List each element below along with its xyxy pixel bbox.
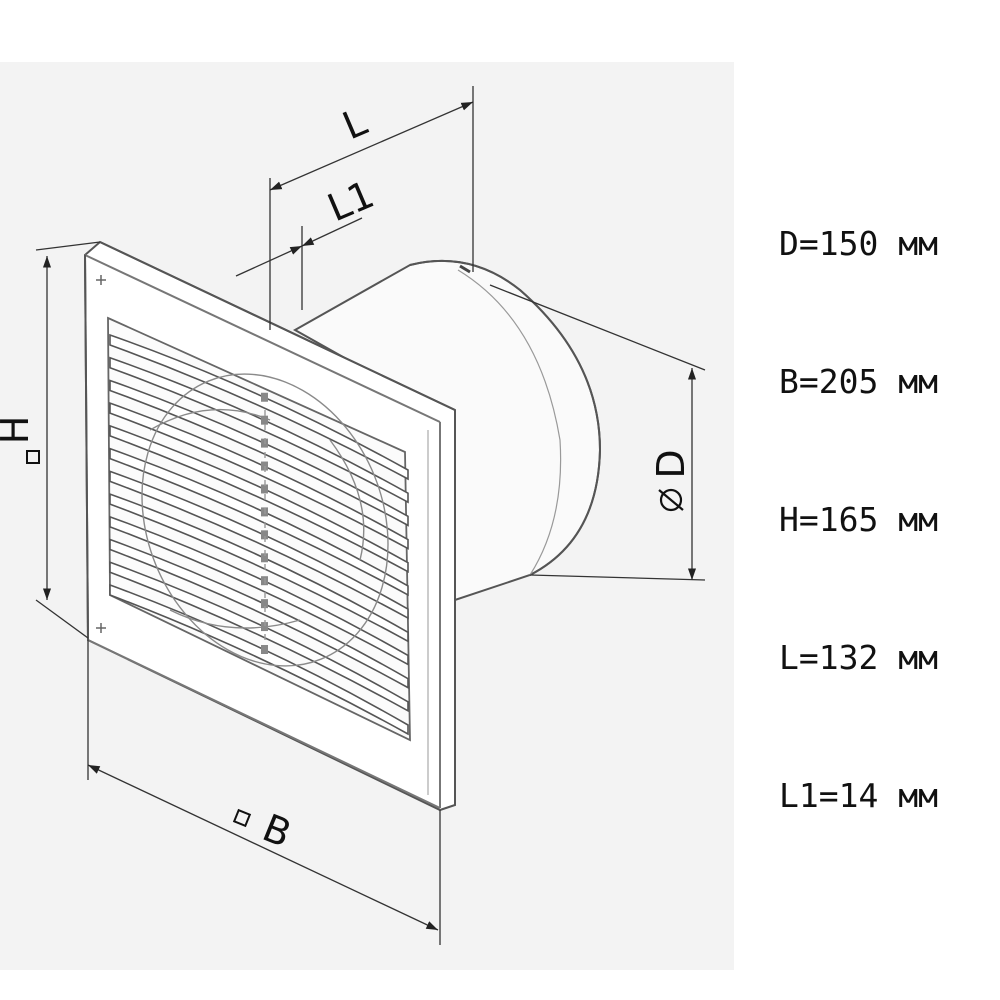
slat-clip — [261, 484, 268, 494]
grille-slats — [109, 333, 409, 736]
grille-slat — [109, 583, 409, 736]
dim-label-width: B — [257, 806, 298, 857]
dim-label-width-group: B — [232, 806, 298, 857]
grille-slat — [109, 538, 409, 689]
dim-label-height-group: H — [0, 416, 40, 464]
spec-length: L=132 мм — [779, 638, 938, 677]
grille-slat — [109, 379, 409, 527]
dim-label-diameter-group: D — [649, 449, 693, 512]
fan-diagram: L L1 H B D — [0, 86, 706, 945]
slat-clip — [261, 415, 268, 425]
slat-clip — [261, 553, 268, 563]
dim-label-diameter: D — [649, 449, 693, 478]
grille-slat — [109, 447, 409, 597]
grille-slat — [109, 333, 409, 481]
spec-width: B=205 мм — [779, 362, 938, 401]
grille-slat — [109, 356, 409, 504]
spec-flange-depth: L1=14 мм — [779, 776, 938, 815]
duct-cylinder — [292, 259, 602, 602]
fan-blades — [141, 373, 389, 667]
spec-diameter: D=150 мм — [779, 224, 938, 263]
square-symbol-icon — [26, 450, 40, 464]
slat-clip — [261, 392, 268, 402]
slat-clip — [261, 530, 268, 540]
grille-slat — [109, 424, 409, 574]
grille-slat — [109, 470, 409, 620]
dim-label-length: L — [336, 100, 373, 149]
diameter-symbol-icon — [658, 488, 684, 512]
grille-slat — [109, 492, 409, 643]
grille-slat — [109, 402, 409, 550]
square-symbol-icon — [232, 808, 252, 828]
dim-label-flange-depth: L1 — [321, 172, 380, 230]
dim-label-height: H — [0, 416, 37, 445]
slat-clip — [261, 599, 268, 609]
dimension-lines — [35, 86, 706, 945]
spec-height: H=165 мм — [779, 500, 938, 539]
grille-slat — [109, 515, 409, 666]
slat-clip — [261, 645, 268, 654]
fan-drawing-panel: L L1 H B D — [0, 62, 734, 970]
grille-slat — [109, 561, 409, 713]
